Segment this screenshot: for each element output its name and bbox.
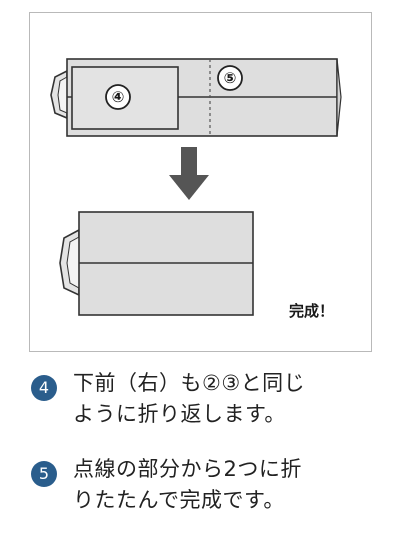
completed-label: 完成！ bbox=[289, 302, 334, 320]
step-5: 5 点線の部分から2つに折 りたたんで完成です。 bbox=[31, 454, 302, 516]
step-5-line-1: 点線の部分から2つに折 bbox=[73, 457, 302, 481]
step-4-number-badge: 4 bbox=[31, 375, 57, 401]
step4-circle-marker bbox=[105, 84, 131, 110]
folding-diagram: ④ ⑤ 完成！ bbox=[29, 12, 372, 352]
lower-completed-paper bbox=[59, 211, 254, 316]
folding-diagram-svg: ④ ⑤ 完成！ bbox=[50, 58, 342, 320]
upper-panel-label: ④ bbox=[112, 88, 125, 106]
step-4-line-2: ように折り返します。 bbox=[73, 402, 286, 426]
step5-circle-marker bbox=[217, 65, 243, 91]
upper-fold-label: ⑤ bbox=[224, 69, 237, 87]
down-arrow-icon bbox=[169, 147, 209, 200]
step-4-text: 下前（右）も②③と同じ ように折り返します。 bbox=[73, 368, 305, 430]
step-5-line-2: りたたんで完成です。 bbox=[73, 488, 285, 512]
step-5-number-badge: 5 bbox=[31, 461, 57, 487]
upper-folded-paper: ④ ⑤ bbox=[50, 58, 342, 137]
step-5-text: 点線の部分から2つに折 りたたんで完成です。 bbox=[73, 454, 302, 516]
step-4-line-1: 下前（右）も②③と同じ bbox=[73, 371, 306, 395]
upper-left-tab-inner bbox=[57, 76, 68, 114]
upper-right-edge bbox=[336, 58, 342, 137]
step-4: 4 下前（右）も②③と同じ ように折り返します。 bbox=[31, 368, 305, 430]
